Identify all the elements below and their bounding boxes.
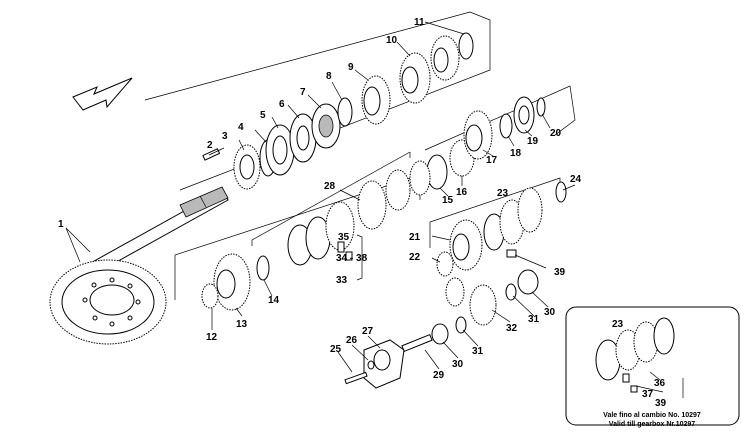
callout-23: 23 xyxy=(497,188,509,199)
callout-30: 30 xyxy=(544,307,556,318)
washer-part-11 xyxy=(458,32,474,60)
callout-35: 35 xyxy=(338,232,350,243)
callout-26: 26 xyxy=(346,335,358,346)
ring-part-18 xyxy=(499,113,513,139)
callout-8: 8 xyxy=(326,71,332,82)
callout-16: 16 xyxy=(456,187,468,198)
synchro-group-23 xyxy=(483,187,543,251)
ring-part-14 xyxy=(256,255,270,281)
callout-7: 7 xyxy=(300,87,306,98)
bevel-ring-gear xyxy=(49,259,167,345)
circlip-part-20 xyxy=(536,97,546,117)
inset-note-line-2: Valid till gearbox Nr.10297 xyxy=(609,421,695,428)
callout-14: 14 xyxy=(268,295,280,306)
gear-part-32 xyxy=(445,277,497,326)
callout-6: 6 xyxy=(279,99,285,110)
bush-part-12 xyxy=(201,283,219,309)
ring-part-8 xyxy=(337,97,353,127)
callout-32: 32 xyxy=(506,323,518,334)
callout-33: 33 xyxy=(336,275,348,286)
callout-12: 12 xyxy=(206,332,218,343)
gear-part-9 xyxy=(361,75,391,125)
callout-31b: 31 xyxy=(472,346,484,357)
spring-parts-33-35 xyxy=(337,241,353,261)
bolt-part-2 xyxy=(202,148,221,161)
plate-part-5 xyxy=(265,124,295,176)
callout-37: 37 xyxy=(642,389,654,400)
gear-part-17 xyxy=(463,110,493,160)
gear-part-13 xyxy=(213,253,251,311)
callout-21: 21 xyxy=(409,232,421,243)
leader-lines xyxy=(65,21,684,398)
direction-arrow-icon xyxy=(72,77,133,111)
bearing-part-19 xyxy=(513,96,535,134)
shaft-part-29 xyxy=(401,333,433,353)
bearing-part-3 xyxy=(233,144,261,190)
callout-30b: 30 xyxy=(452,359,464,370)
callout-15: 15 xyxy=(442,195,454,206)
callout-34-38: 34 - 38 xyxy=(336,253,368,264)
gear-part-21 xyxy=(449,219,483,271)
callout-1: 1 xyxy=(58,219,64,230)
callout-23b: 23 xyxy=(612,319,624,330)
inset-note-line-1: Vale fino al cambio No. 10297 xyxy=(603,412,701,419)
callout-9: 9 xyxy=(348,62,354,73)
callout-27: 27 xyxy=(362,326,374,337)
callout-2: 2 xyxy=(207,140,213,151)
synchro-group-28 xyxy=(287,160,431,266)
gear-part-10b xyxy=(430,35,460,81)
right-upper-frame xyxy=(424,85,576,151)
cover-part-27 xyxy=(363,339,405,389)
gear-part-10 xyxy=(399,52,431,104)
callout-28: 28 xyxy=(324,181,336,192)
callout-3: 3 xyxy=(222,131,228,142)
washer-part-26 xyxy=(367,360,375,370)
callout-19: 19 xyxy=(527,136,539,147)
callout-39b: 39 xyxy=(655,398,667,409)
inset-box xyxy=(565,306,740,426)
callout-10: 10 xyxy=(386,35,398,46)
screw-part-25 xyxy=(344,371,368,385)
callout-22: 22 xyxy=(409,252,421,263)
callout-11: 11 xyxy=(414,17,425,28)
callout-29: 29 xyxy=(433,370,445,381)
callout-39: 39 xyxy=(554,267,566,278)
callout-36: 36 xyxy=(654,378,666,389)
circlip-part-24 xyxy=(555,181,567,203)
callout-5: 5 xyxy=(260,110,266,121)
bearing-part-30b xyxy=(431,323,449,345)
callout-18: 18 xyxy=(510,148,522,159)
callout-20: 20 xyxy=(550,128,562,139)
hub-part-7 xyxy=(311,103,341,149)
pad-part-39 xyxy=(506,249,517,258)
washer-part-31b xyxy=(455,316,467,334)
callout-17: 17 xyxy=(486,155,498,166)
callout-24: 24 xyxy=(570,174,582,185)
hub-part-15 xyxy=(426,154,448,190)
callout-31: 31 xyxy=(528,314,540,325)
callout-25: 25 xyxy=(330,344,342,355)
bush-part-22 xyxy=(436,251,454,277)
callout-13: 13 xyxy=(236,319,248,330)
bearing-part-30 xyxy=(517,269,539,295)
callout-4: 4 xyxy=(238,122,244,133)
